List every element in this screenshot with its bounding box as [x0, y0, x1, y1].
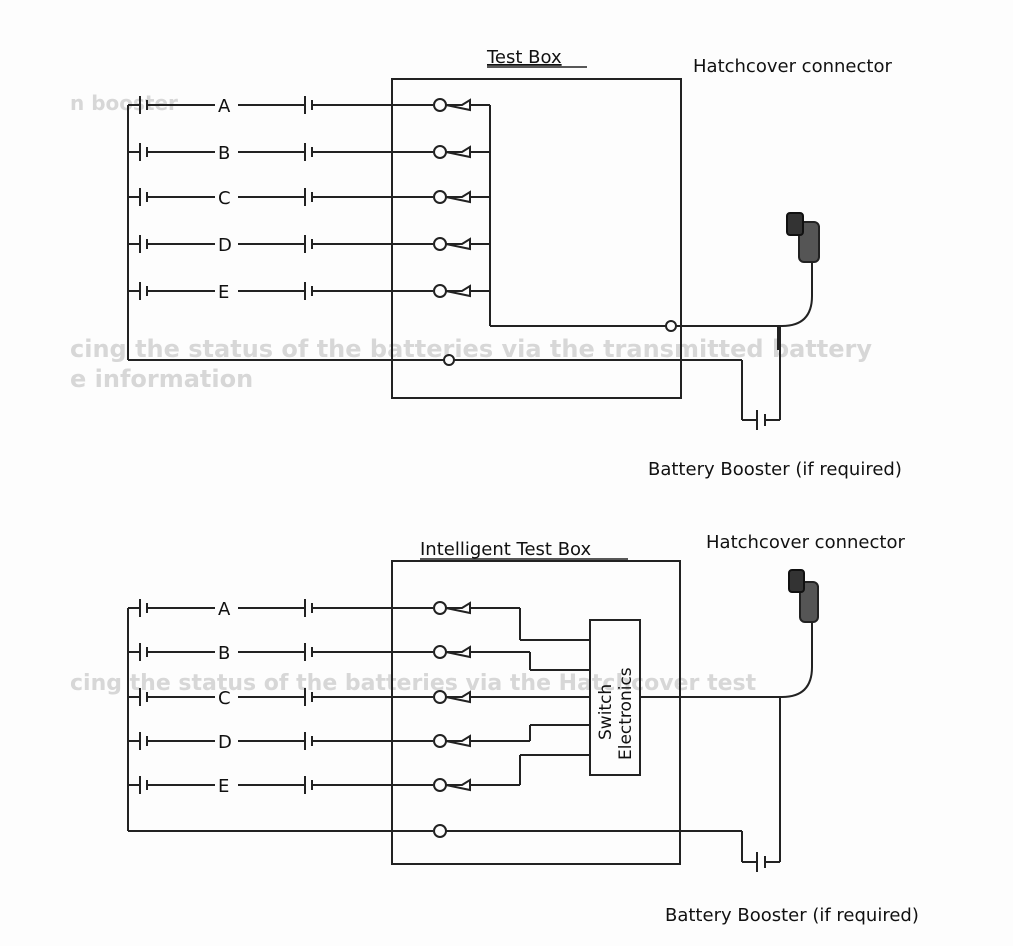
electronics-label: Electronics [616, 667, 636, 760]
bottom-battery-row-e [128, 754, 590, 794]
ghost-heading-3: e information [70, 365, 253, 393]
top-common-terminal [665, 320, 677, 332]
bottom-battery-label-d: D [218, 732, 232, 753]
bottom-connector-plug-icon [799, 581, 819, 623]
bottom-hatchcover-connector [779, 569, 819, 831]
bottom-battery-booster [741, 831, 781, 872]
bottom-battery-row-a [128, 599, 590, 641]
top-battery-label-e: E [218, 282, 229, 303]
bleed-through-text: n booster cing the status of the batteri… [70, 91, 872, 696]
test-box-title: Test Box [486, 47, 562, 68]
top-connector-label: Hatchcover connector [693, 56, 892, 77]
bottom-battery-row-d [128, 724, 590, 750]
bottom-return-terminal [433, 824, 447, 838]
top-battery-label-d: D [218, 235, 232, 256]
bottom-battery-label-a: A [218, 599, 231, 620]
top-return-terminal [443, 354, 455, 366]
ghost-heading-2: cing the status of the batteries via the… [70, 335, 872, 363]
top-hatchcover-connector [777, 212, 820, 360]
top-battery-row-e [128, 282, 490, 300]
intelligent-test-box-diagram: Intelligent Test Box Hatchcover connecto… [127, 532, 919, 926]
switch-label: Switch [596, 684, 616, 740]
top-battery-booster [741, 360, 781, 430]
top-battery-row-c [128, 188, 490, 206]
bottom-battery-row-c [128, 688, 590, 706]
intelligent-box-outline [391, 560, 681, 865]
test-box-diagram: Test Box Hatchcover connector Battery Bo… [127, 47, 902, 480]
bottom-battery-label-b: B [218, 643, 230, 664]
ghost-heading-1: n booster [70, 91, 178, 115]
bottom-battery-label-c: C [218, 688, 231, 709]
top-battery-label-a: A [218, 96, 231, 117]
bottom-connector-label: Hatchcover connector [706, 532, 905, 553]
bottom-booster-label: Battery Booster (if required) [665, 905, 919, 926]
intelligent-box-title: Intelligent Test Box [420, 539, 592, 560]
top-battery-label-c: C [218, 188, 231, 209]
top-battery-label-b: B [218, 143, 230, 164]
top-battery-row-d [128, 235, 490, 253]
test-box-outline [391, 78, 682, 399]
top-battery-row-b [128, 143, 490, 161]
bottom-battery-label-e: E [218, 776, 229, 797]
ghost-heading-4: cing the status of the batteries via the… [70, 671, 757, 696]
top-battery-row-a [128, 96, 490, 114]
bottom-battery-row-b [128, 643, 590, 671]
top-booster-label: Battery Booster (if required) [648, 459, 902, 480]
